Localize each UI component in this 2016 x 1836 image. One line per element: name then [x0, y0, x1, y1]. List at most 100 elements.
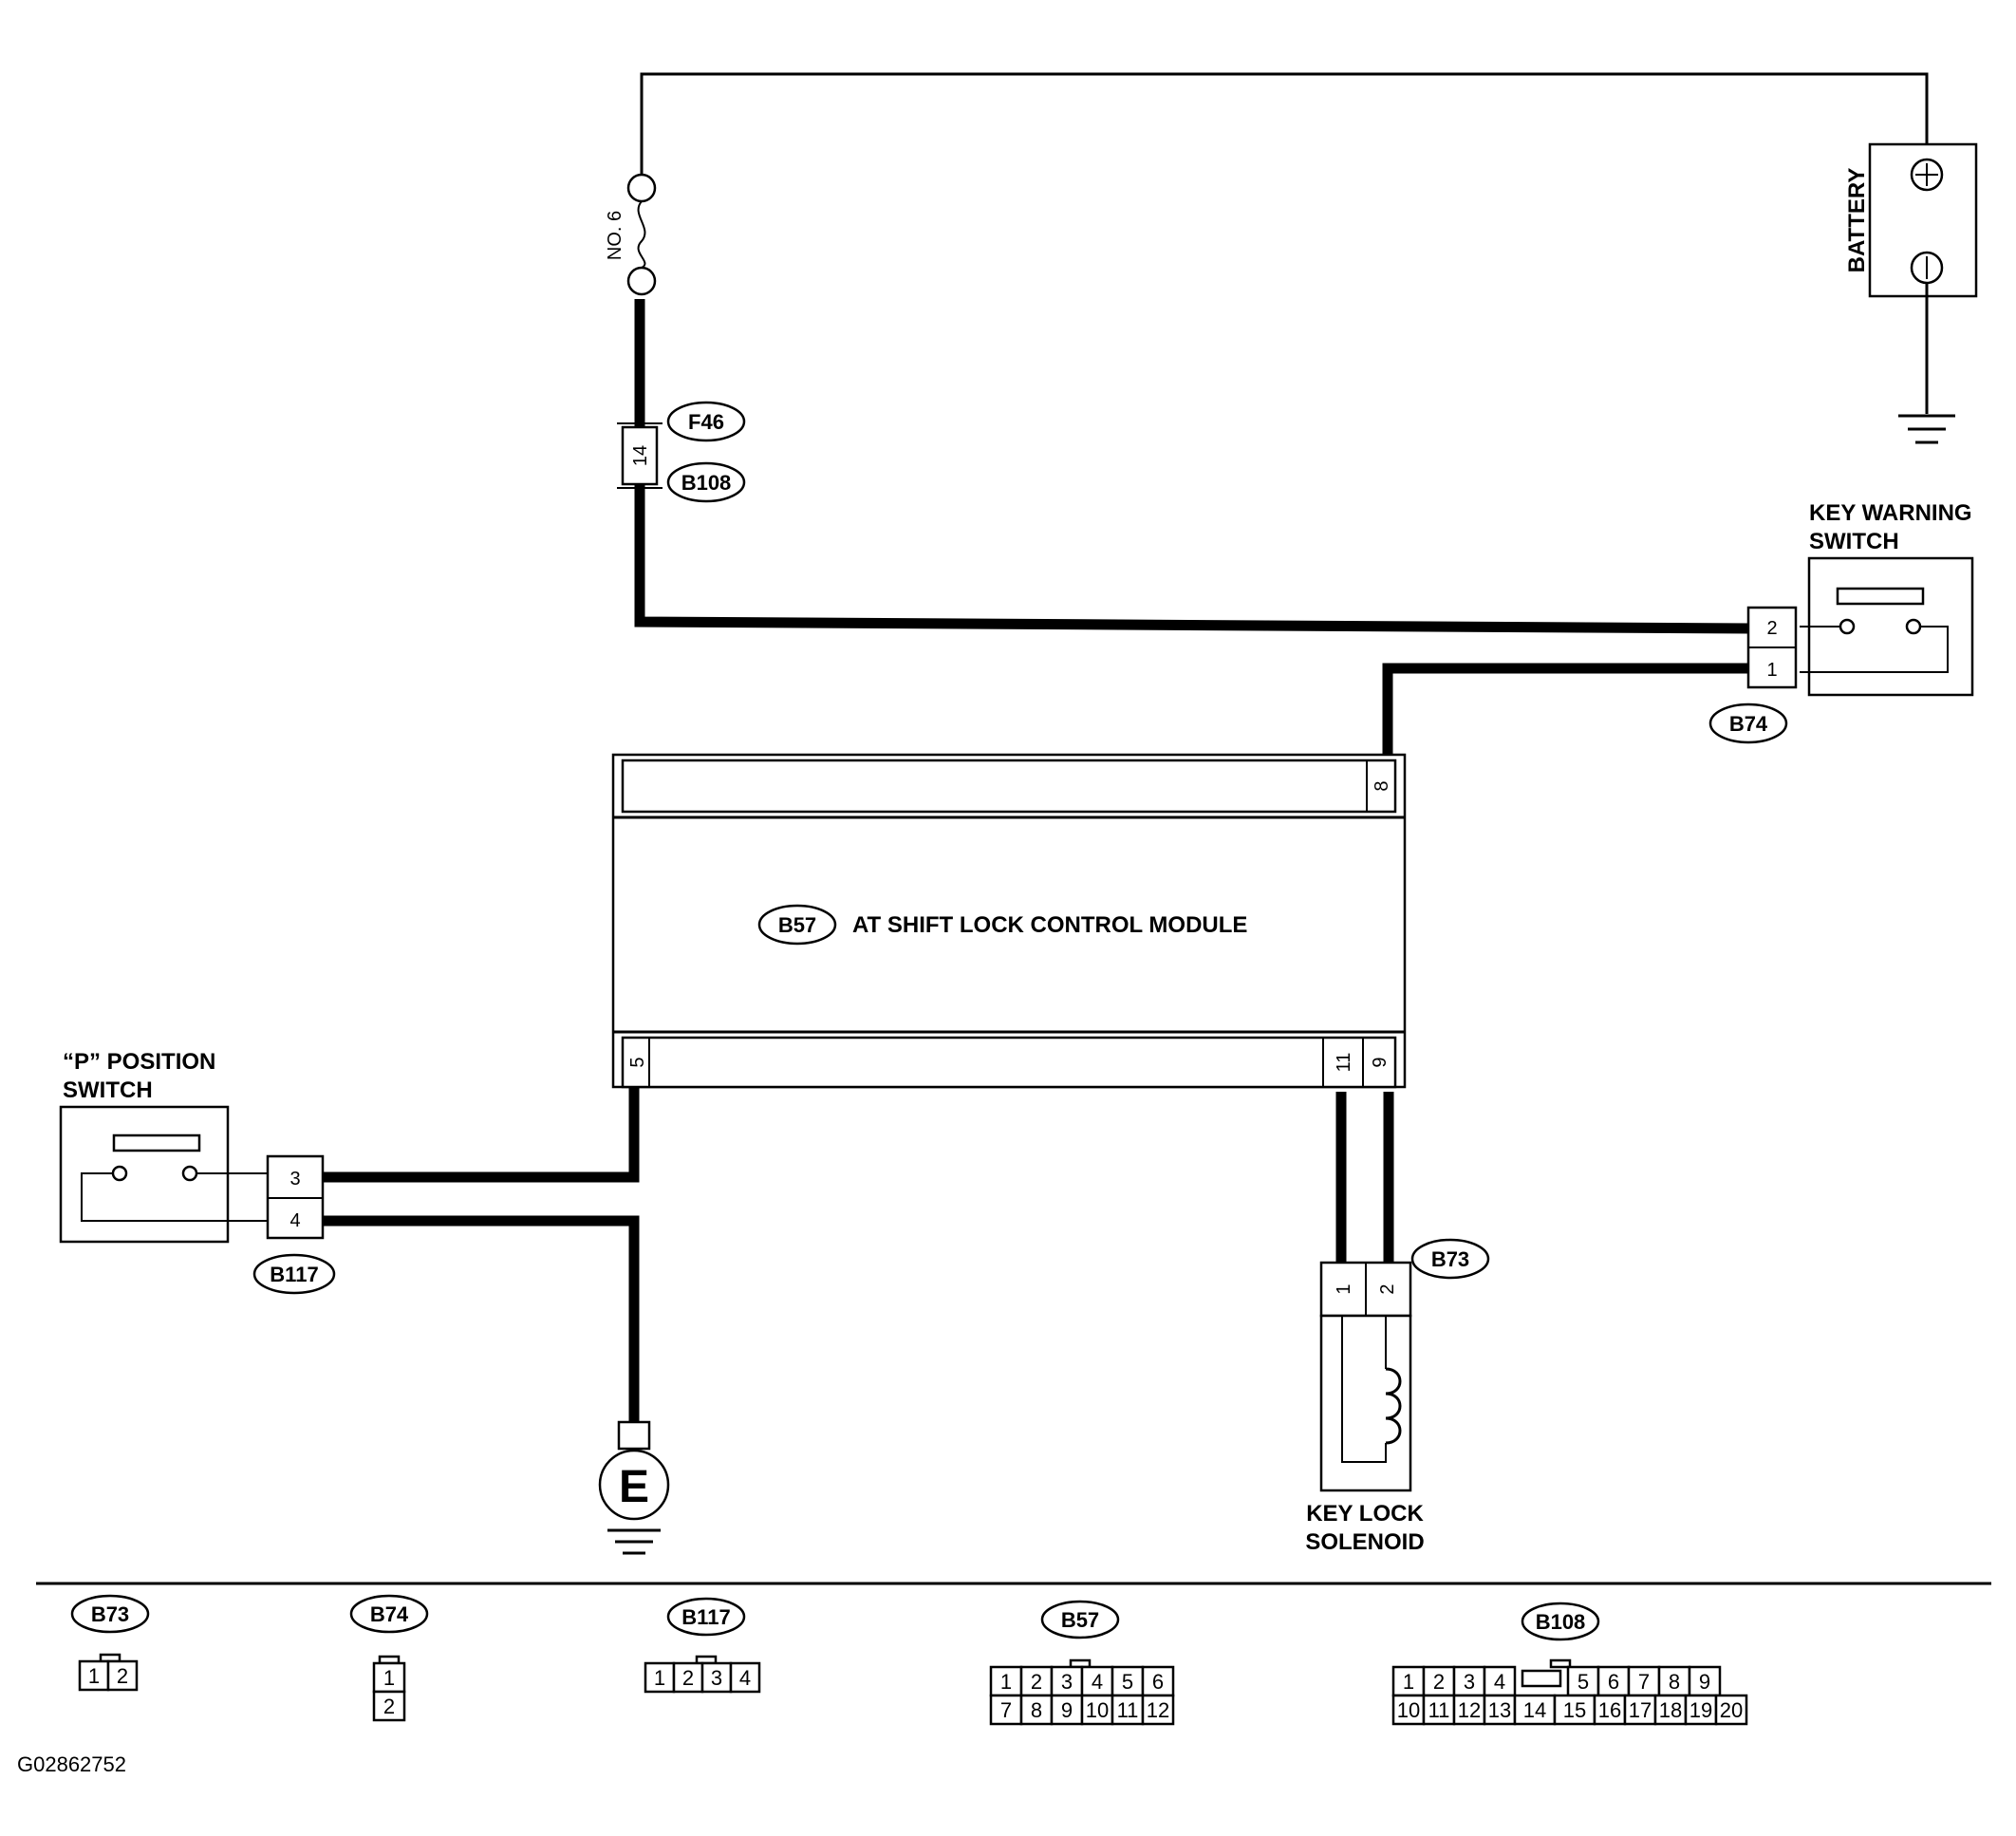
legend-b108-pin-label: 12: [1458, 1698, 1481, 1722]
legend-b57-pin-6: [1141, 1665, 1175, 1697]
legend-b57-pin-1: [989, 1665, 1023, 1697]
fuse-no-6: NO. 6: [605, 173, 657, 296]
legend-b108-oval: [1521, 1602, 1600, 1641]
solenoid-coil-wiring: [1341, 1316, 1387, 1463]
legend-b117-pin-label: 3: [711, 1666, 722, 1690]
key-warning-switch-label-1: KEY WARNING: [1809, 500, 1972, 526]
module-pin-5: 5: [627, 1057, 648, 1067]
legend-b74-pin-label: 2: [383, 1695, 395, 1718]
module-label: AT SHIFT LOCK CONTROL MODULE: [852, 912, 1247, 938]
tag-b108-oval: [666, 461, 746, 503]
legend-b57-pin-label: 3: [1061, 1670, 1073, 1694]
legend-b108-pin-label: 15: [1563, 1698, 1586, 1722]
solenoid-label-1: KEY LOCK: [1306, 1501, 1424, 1527]
legend-b57-pin-12: [1141, 1694, 1175, 1726]
legend-b108-pin-19: [1684, 1694, 1718, 1726]
ground-e: E: [598, 1420, 670, 1555]
pin-b73-2: 2: [1377, 1283, 1398, 1294]
solenoid-label-2: SOLENOID: [1305, 1529, 1424, 1555]
legend-b57-pin-10: [1080, 1694, 1114, 1726]
pin-b117-4: 4: [289, 1210, 300, 1231]
wire-battery-to-fuse: [640, 72, 1929, 178]
fuse-element: [637, 200, 646, 269]
tag-b73: B73: [1431, 1247, 1469, 1271]
legend-b108-pin-label: 20: [1720, 1698, 1743, 1722]
legend-b74-tag: B74: [370, 1602, 409, 1626]
legend-b117-tag: B117: [681, 1605, 730, 1629]
legend-b117-pin-label: 2: [682, 1666, 694, 1690]
legend-b57-pin-label: 6: [1152, 1670, 1164, 1694]
legend-b57-pin-label: 12: [1147, 1698, 1169, 1722]
legend-b117-pin-label: 1: [654, 1666, 665, 1690]
p-switch-label-2: SWITCH: [63, 1077, 153, 1103]
module-pin-8: 8: [1372, 780, 1392, 791]
legend-b74-pin-2: [372, 1690, 406, 1722]
legend-b117-pin-4: [729, 1661, 761, 1694]
key-warning-switch-contact-right: [1905, 618, 1922, 635]
legend-b108-pin-label: 18: [1659, 1698, 1682, 1722]
legend-b117-pin-2: [672, 1661, 704, 1694]
legend-b108-pin-label: 7: [1638, 1670, 1650, 1694]
legend-b57-pin-label: 8: [1031, 1698, 1042, 1722]
p-switch-actuator: [112, 1133, 201, 1152]
legend-b108-pin-17: [1623, 1694, 1657, 1726]
p-switch-contact-right: [181, 1165, 198, 1182]
legend-b73-pin-label: 2: [117, 1664, 128, 1688]
wire-p-switch-to-ground: [323, 1215, 640, 1424]
legend-b117-oval: [666, 1597, 746, 1637]
module-bottom-connector-strip: [621, 1036, 1397, 1089]
legend-b57-pin-label: 5: [1122, 1670, 1133, 1694]
solenoid-body: [1319, 1314, 1412, 1492]
legend-b57-pin-label: 2: [1031, 1670, 1042, 1694]
connector-f46-b108: 14 F46 B108: [617, 401, 746, 503]
legend-b108-pin-label: 9: [1699, 1670, 1710, 1694]
legend-b108-pin-16: [1593, 1694, 1627, 1726]
legend-b57-pin-9: [1050, 1694, 1084, 1726]
pin-b74-2: 2: [1766, 618, 1777, 639]
legend-b108-pin-label: 2: [1433, 1670, 1445, 1694]
legend-b57-tag: B57: [1061, 1608, 1099, 1632]
legend-b108-pin-label: 3: [1464, 1670, 1475, 1694]
legend-b108-pin-5: [1566, 1665, 1600, 1697]
key-warning-switch-actuator: [1836, 587, 1925, 606]
legend-b108-pin-label: 17: [1629, 1698, 1652, 1722]
legend-b108-keyway: [1521, 1669, 1562, 1688]
tag-b74-oval: [1708, 703, 1788, 744]
legend-b108-pin-15: [1553, 1694, 1596, 1726]
p-switch-label-1: “P” POSITION: [63, 1049, 215, 1075]
p-position-switch: “P” POSITION SWITCH 3 4 B117: [59, 1049, 336, 1295]
legend-b108-pin-9: [1688, 1665, 1722, 1697]
key-warning-switch-wiring: [1800, 626, 1949, 673]
legend-b108-pin-label: 4: [1494, 1670, 1505, 1694]
ground-circle: [598, 1449, 670, 1521]
solenoid-coil: [1385, 1367, 1402, 1445]
legend-b108-pin-label: 11: [1428, 1698, 1450, 1722]
tag-b117-oval: [252, 1253, 336, 1295]
battery-label: BATTERY: [1844, 168, 1870, 273]
module-pin-11: 11: [1334, 1053, 1354, 1073]
key-warning-switch: KEY WARNING SWITCH 2 1 B74: [1708, 500, 1974, 744]
connector-f46-b108-body: [621, 425, 659, 486]
key-warning-switch-label-2: SWITCH: [1809, 529, 1899, 554]
legend-b74-pin-label: 1: [383, 1666, 395, 1690]
key-lock-solenoid: 1 2 B73 KEY LOCK SOLENOID: [1305, 1238, 1490, 1555]
legend-b108-pin-label: 10: [1397, 1698, 1420, 1722]
legend-b117-pin-1: [644, 1661, 676, 1694]
ground-terminal: [617, 1420, 651, 1451]
tag-f46: F46: [688, 410, 724, 434]
pin-b74-1: 1: [1766, 660, 1777, 681]
fuse-top-terminal: [626, 173, 657, 203]
legend-b108-latch: [1549, 1658, 1572, 1669]
figure-id: G02862752: [17, 1752, 126, 1776]
wire-fuse-to-key-warning-switch: [634, 299, 1752, 634]
legend-b108-pin-label: 1: [1403, 1670, 1414, 1694]
legend-b57-pin-label: 1: [1000, 1670, 1012, 1694]
wire-module-to-p-switch: [323, 1087, 640, 1183]
module-top-connector-strip: [621, 759, 1397, 814]
legend-b73-tag: B73: [91, 1602, 129, 1626]
legend-b108-pin-label: 14: [1523, 1698, 1546, 1722]
legend-b74-oval: [349, 1594, 429, 1634]
legend-b108-pin-label: 16: [1598, 1698, 1621, 1722]
tag-b73-oval: [1410, 1238, 1490, 1280]
